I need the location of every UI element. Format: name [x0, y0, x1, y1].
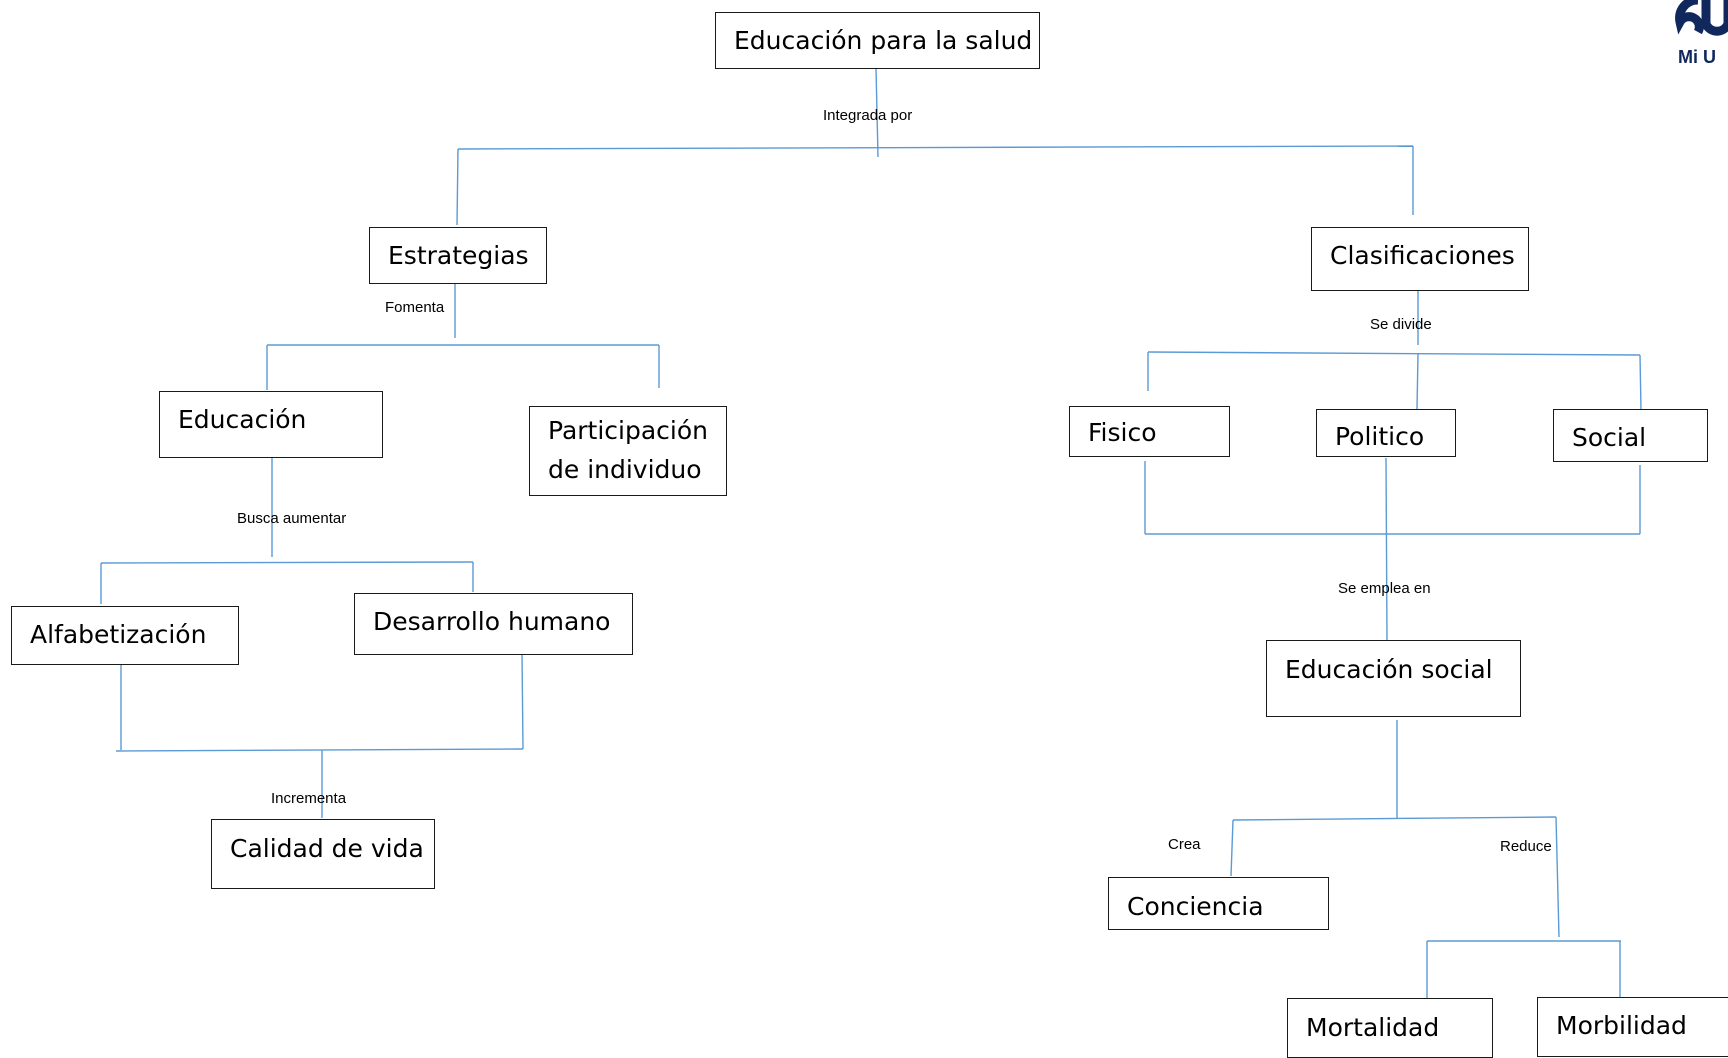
label-busca-aumentar: Busca aumentar — [237, 510, 347, 527]
label-fomenta: Fomenta — [385, 299, 445, 316]
node-calidad-de-vida: Calidad de vida — [211, 819, 435, 889]
node-educacion-social: Educación social — [1266, 640, 1521, 717]
node-educacion: Educación — [159, 391, 383, 458]
node-clasificaciones: Clasificaciones — [1311, 227, 1529, 291]
label-se-divide: Se divide — [1370, 316, 1432, 333]
node-morbilidad: Morbilidad — [1537, 997, 1728, 1057]
logo-icon — [1675, 0, 1728, 36]
label-incrementa: Incrementa — [271, 790, 347, 807]
node-participacion-line2: de individuo — [548, 455, 702, 484]
node-social: Social — [1553, 409, 1708, 462]
logo-text: Mi U — [1678, 47, 1716, 67]
node-conciencia: Conciencia — [1108, 877, 1329, 930]
node-alfabetizacion: Alfabetización — [11, 606, 239, 665]
label-crea: Crea — [1168, 836, 1201, 853]
label-se-emplea-en: Se emplea en — [1338, 580, 1431, 597]
label-reduce: Reduce — [1500, 838, 1552, 855]
node-mortalidad: Mortalidad — [1287, 998, 1493, 1058]
node-fisico: Fisico — [1069, 406, 1230, 457]
node-estrategias: Estrategias — [369, 227, 547, 284]
node-desarrollo-humano: Desarrollo humano — [354, 593, 633, 655]
node-participacion-line1: Participación — [548, 416, 709, 445]
node-politico: Politico — [1316, 409, 1456, 457]
node-participacion-de-individuo: Participación de individuo — [529, 406, 727, 496]
label-integrada-por: Integrada por — [823, 107, 913, 124]
node-educacion-para-la-salud: Educación para la salud — [715, 12, 1040, 69]
